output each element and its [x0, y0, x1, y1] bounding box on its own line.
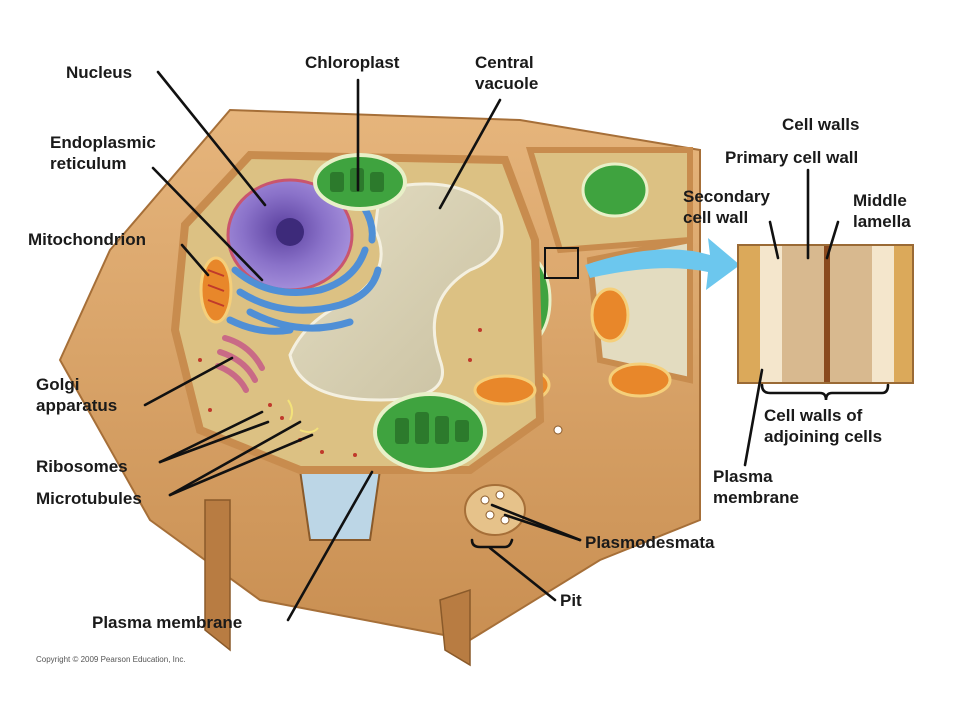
label-er-line1: Endoplasmic — [50, 133, 156, 152]
chloroplast-shapes — [313, 153, 487, 472]
label-plasma-right-line2: membrane — [713, 488, 799, 507]
adjoining-cells-brace — [760, 383, 890, 401]
label-pit: Pit — [560, 591, 582, 610]
microtubule-strands — [287, 399, 319, 434]
wall-detail-box — [544, 247, 579, 279]
label-mitochondrion: Mitochondrion — [28, 230, 147, 249]
pit-brace — [470, 538, 514, 549]
label-nucleus: Nucleus — [66, 63, 133, 82]
label-primary-cell-wall: Primary cell wall — [725, 148, 859, 167]
label-golgi-line1: Golgi — [36, 375, 80, 394]
label-golgi-apparatus: Golgi apparatus — [36, 374, 117, 416]
label-central-vacuole-line2: vacuole — [475, 74, 539, 93]
magnify-arrow — [585, 238, 740, 290]
label-adjoining-line2: adjoining cells — [764, 427, 883, 446]
label-cell-walls-adjoining: Cell walls of adjoining cells — [764, 405, 882, 447]
label-secondary-line1: Secondary — [683, 187, 770, 206]
label-central-vacuole-line1: Central — [475, 53, 534, 72]
label-plasma-right-line1: Plasma — [713, 467, 773, 486]
label-central-vacuole: Central vacuole — [475, 52, 538, 94]
leader-lines — [143, 70, 840, 622]
label-er-line2: reticulum — [50, 154, 127, 173]
copyright-notice: Copyright © 2009 Pearson Education, Inc. — [36, 655, 186, 664]
label-endoplasmic-reticulum: Endoplasmic reticulum — [50, 132, 156, 174]
golgi-shape — [215, 335, 265, 393]
pit-plasmodesmata-shape — [464, 425, 563, 536]
label-microtubules: Microtubules — [36, 489, 142, 508]
label-middle-line1: Middle — [853, 191, 907, 210]
label-plasma-membrane-right: Plasma membrane — [713, 466, 799, 508]
label-secondary-cell-wall: Secondary cell wall — [683, 186, 770, 228]
label-chloroplast: Chloroplast — [305, 53, 400, 72]
label-ribosomes: Ribosomes — [36, 457, 128, 476]
label-plasmodesmata: Plasmodesmata — [585, 533, 715, 552]
er-shape — [226, 186, 382, 335]
nucleus-shape — [226, 178, 354, 292]
label-middle-line2: lamella — [853, 212, 911, 231]
cell-wall-inset — [737, 244, 914, 384]
label-adjoining-line1: Cell walls of — [764, 406, 863, 425]
label-cell-walls: Cell walls — [782, 115, 860, 134]
label-secondary-line2: cell wall — [683, 208, 749, 227]
label-golgi-line2: apparatus — [36, 396, 118, 415]
label-middle-lamella: Middle lamella — [853, 190, 911, 232]
label-plasma-membrane-bottom: Plasma membrane — [92, 613, 243, 632]
